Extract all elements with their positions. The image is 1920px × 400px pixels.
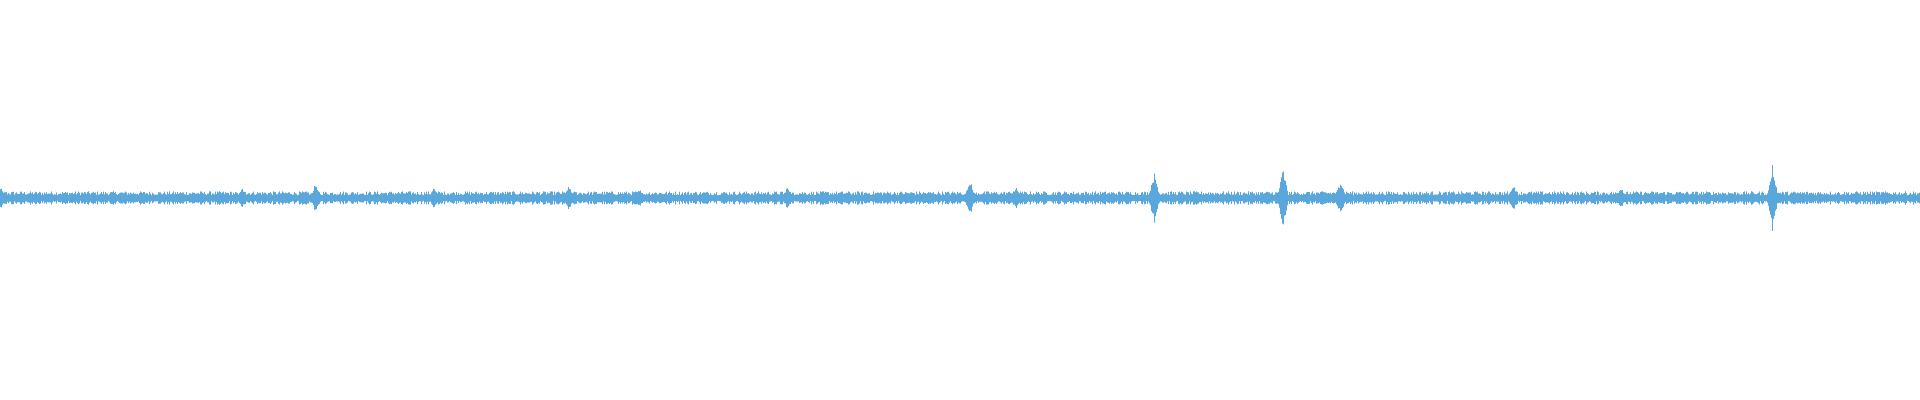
waveform-trace bbox=[0, 165, 1920, 231]
